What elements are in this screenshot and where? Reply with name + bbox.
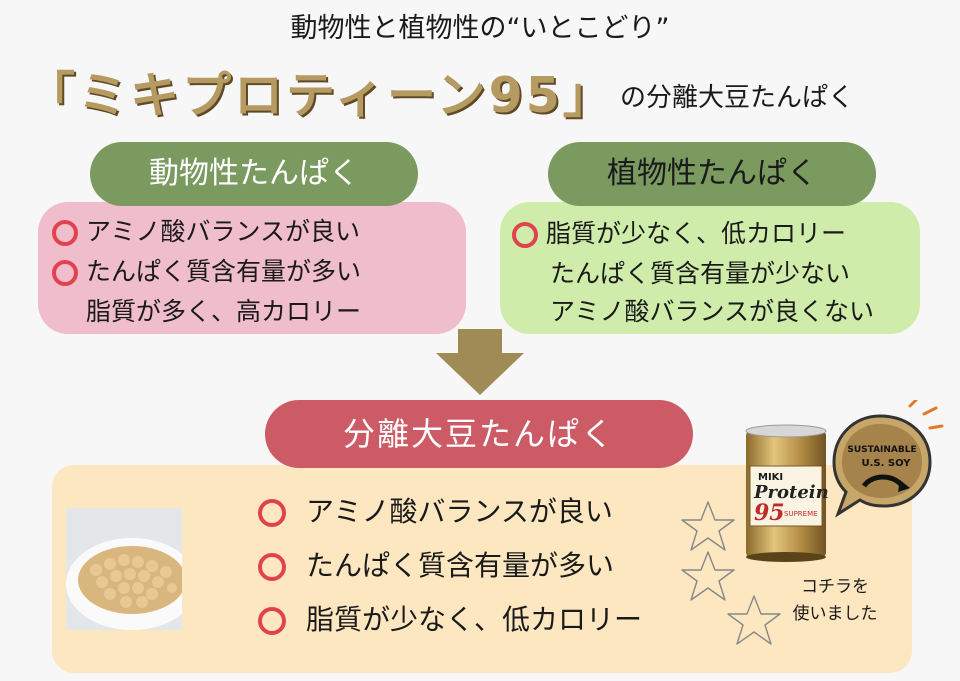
- isolated-protein-label: 分離大豆たんぱく: [265, 400, 693, 468]
- good-circle-icon: [512, 222, 538, 248]
- plant-line-3: アミノ酸バランスが良くない: [550, 297, 875, 326]
- soybean-bowl-image: [66, 508, 182, 630]
- badge-line-1: SUSTAINABLE: [847, 445, 916, 455]
- good-circle-icon: [258, 553, 286, 581]
- isolated-line-1: アミノ酸バランスが良い: [258, 490, 613, 530]
- good-circle-icon: [52, 220, 78, 246]
- badge-line-2: U.S. SOY: [862, 458, 912, 469]
- sustainable-soy-badge: SUSTAINABLE U.S. SOY: [832, 400, 944, 518]
- page-title: 動物性と植物性の“いとこどり”: [290, 13, 670, 44]
- plant-line-1: 脂質が少なく、低カロリー: [512, 214, 846, 250]
- star-doodle-icon: [727, 595, 781, 645]
- animal-protein-label: 動物性たんぱく: [90, 142, 418, 206]
- product-can-image: MIKI Protein 95 SUPREME: [745, 424, 828, 562]
- animal-protein-box: [38, 202, 466, 334]
- isolated-line-2: たんぱく質含有量が多い: [258, 544, 614, 584]
- good-circle-icon: [258, 607, 286, 635]
- plant-line-2: たんぱく質含有量が少ない: [550, 259, 851, 288]
- animal-line-2: たんぱく質含有量が多い: [52, 252, 361, 288]
- good-circle-icon: [258, 499, 286, 527]
- star-doodle-icon: [681, 551, 735, 601]
- headline-suffix: の分離大豆たんぱく: [620, 83, 855, 113]
- plant-protein-label: 植物性たんぱく: [548, 142, 876, 206]
- product-headline: 「ミキプロティーン95」: [26, 67, 615, 124]
- animal-line-1: アミノ酸バランスが良い: [52, 212, 360, 248]
- down-arrow-icon: [436, 329, 524, 395]
- plant-protein-box: [500, 202, 920, 334]
- good-circle-icon: [52, 260, 78, 286]
- can-number: 95: [754, 500, 785, 526]
- can-tag: SUPREME: [784, 510, 818, 518]
- animal-line-3: 脂質が多く、高カロリー: [86, 297, 362, 326]
- isolated-line-3: 脂質が少なく、低カロリー: [258, 598, 642, 638]
- can-name: Protein: [753, 482, 828, 503]
- can-brand: MIKI: [758, 472, 783, 483]
- star-doodle-icon: [681, 501, 735, 551]
- product-caption: コチラを 使いました: [792, 577, 878, 624]
